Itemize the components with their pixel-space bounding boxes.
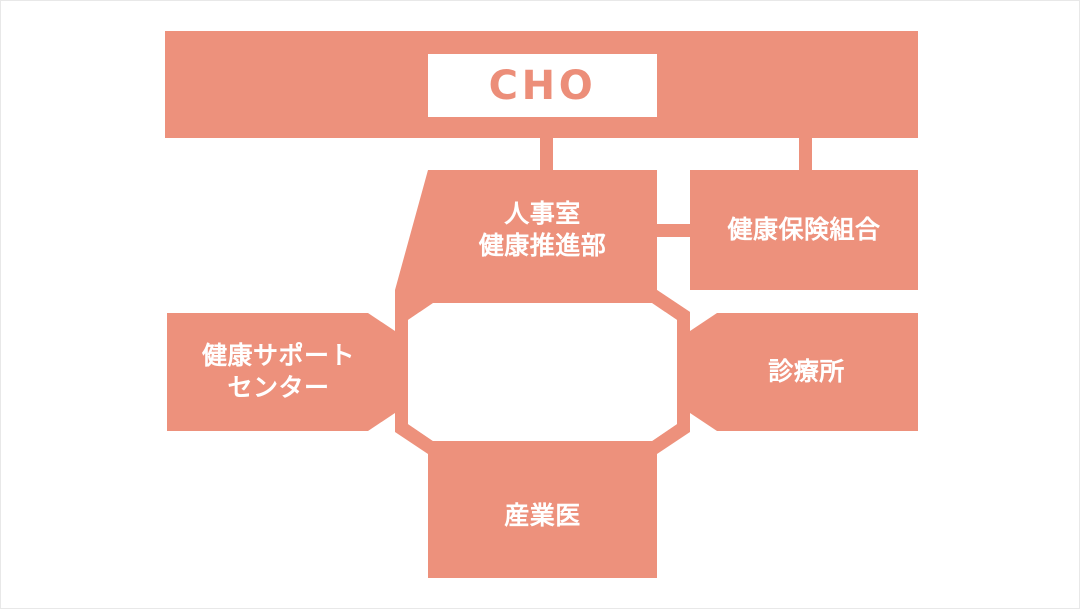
node-hr-health-shape[interactable] <box>395 170 690 312</box>
cho-banner-shape <box>165 31 918 138</box>
connector-cho-to-hr-health <box>540 138 553 172</box>
node-clinic-shape[interactable] <box>690 313 918 431</box>
connector-hr-health-to-insurance <box>657 224 690 237</box>
octagon-ring-shape <box>395 290 690 454</box>
connector-cho-to-insurance <box>799 138 812 172</box>
node-support-center-shape[interactable] <box>167 313 395 431</box>
node-occupational-doctor-shape[interactable] <box>428 453 657 578</box>
node-insurance-shape[interactable] <box>690 170 918 290</box>
octagon-center-void <box>408 303 677 441</box>
